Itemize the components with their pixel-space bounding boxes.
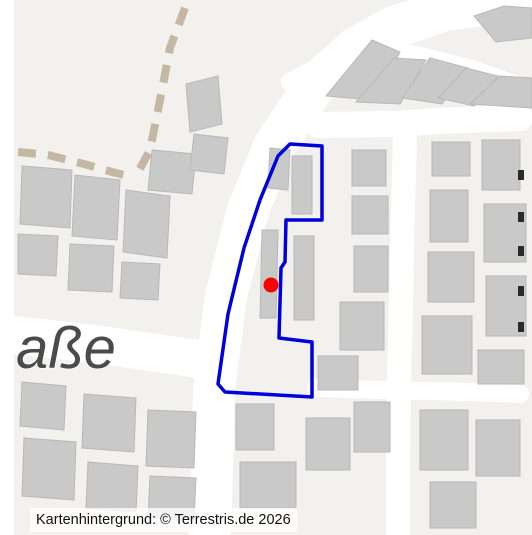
building xyxy=(293,235,315,321)
house-number-mark xyxy=(518,170,524,180)
map-tile: aße xyxy=(14,0,532,535)
building xyxy=(353,245,389,293)
house-number-mark xyxy=(518,322,524,332)
building xyxy=(477,349,525,385)
street-label: aße xyxy=(16,316,116,381)
building xyxy=(145,409,197,469)
building xyxy=(354,57,427,105)
building xyxy=(483,203,527,263)
building xyxy=(189,133,229,175)
building xyxy=(481,139,521,191)
building xyxy=(353,401,391,453)
building xyxy=(17,233,59,277)
building xyxy=(419,409,469,471)
parcel-outline[interactable] xyxy=(216,142,324,399)
building xyxy=(19,165,73,229)
house-number-marks xyxy=(518,170,524,332)
building xyxy=(259,229,279,319)
building xyxy=(475,419,521,477)
building xyxy=(291,155,313,215)
boundary-line-north xyxy=(131,6,189,180)
main-road-curve xyxy=(189,0,532,535)
building xyxy=(351,149,387,187)
building xyxy=(437,67,499,107)
building xyxy=(339,301,385,351)
north-side-street xyxy=(305,105,532,138)
building xyxy=(81,393,137,453)
building xyxy=(19,381,67,431)
building xyxy=(122,189,171,259)
building xyxy=(85,461,139,513)
building xyxy=(21,437,77,501)
building xyxy=(305,417,351,471)
building xyxy=(317,355,359,391)
building xyxy=(429,189,469,243)
buildings xyxy=(17,5,532,529)
building xyxy=(427,251,475,303)
east-side-street xyxy=(386,118,417,535)
house-number-mark xyxy=(518,246,524,256)
building xyxy=(431,141,471,177)
building xyxy=(421,315,473,375)
building xyxy=(147,149,197,195)
map-attribution: Kartenhintergrund: © Terrestris.de 2026 xyxy=(30,508,297,532)
building xyxy=(325,39,401,101)
building xyxy=(468,75,532,109)
west-road xyxy=(14,316,239,381)
house-number-mark xyxy=(518,212,524,222)
building xyxy=(185,75,223,133)
building xyxy=(473,5,532,43)
building xyxy=(71,174,121,241)
boundary-line-west xyxy=(17,148,129,180)
building xyxy=(235,403,275,451)
building xyxy=(351,195,389,235)
building xyxy=(429,481,477,529)
dashed-boundaries xyxy=(17,6,189,180)
building xyxy=(67,243,115,293)
building xyxy=(119,261,161,301)
building xyxy=(239,461,297,509)
location-marker[interactable] xyxy=(263,277,279,293)
house-number-mark xyxy=(518,286,524,296)
building xyxy=(485,275,527,337)
basemap: aße xyxy=(14,0,532,535)
